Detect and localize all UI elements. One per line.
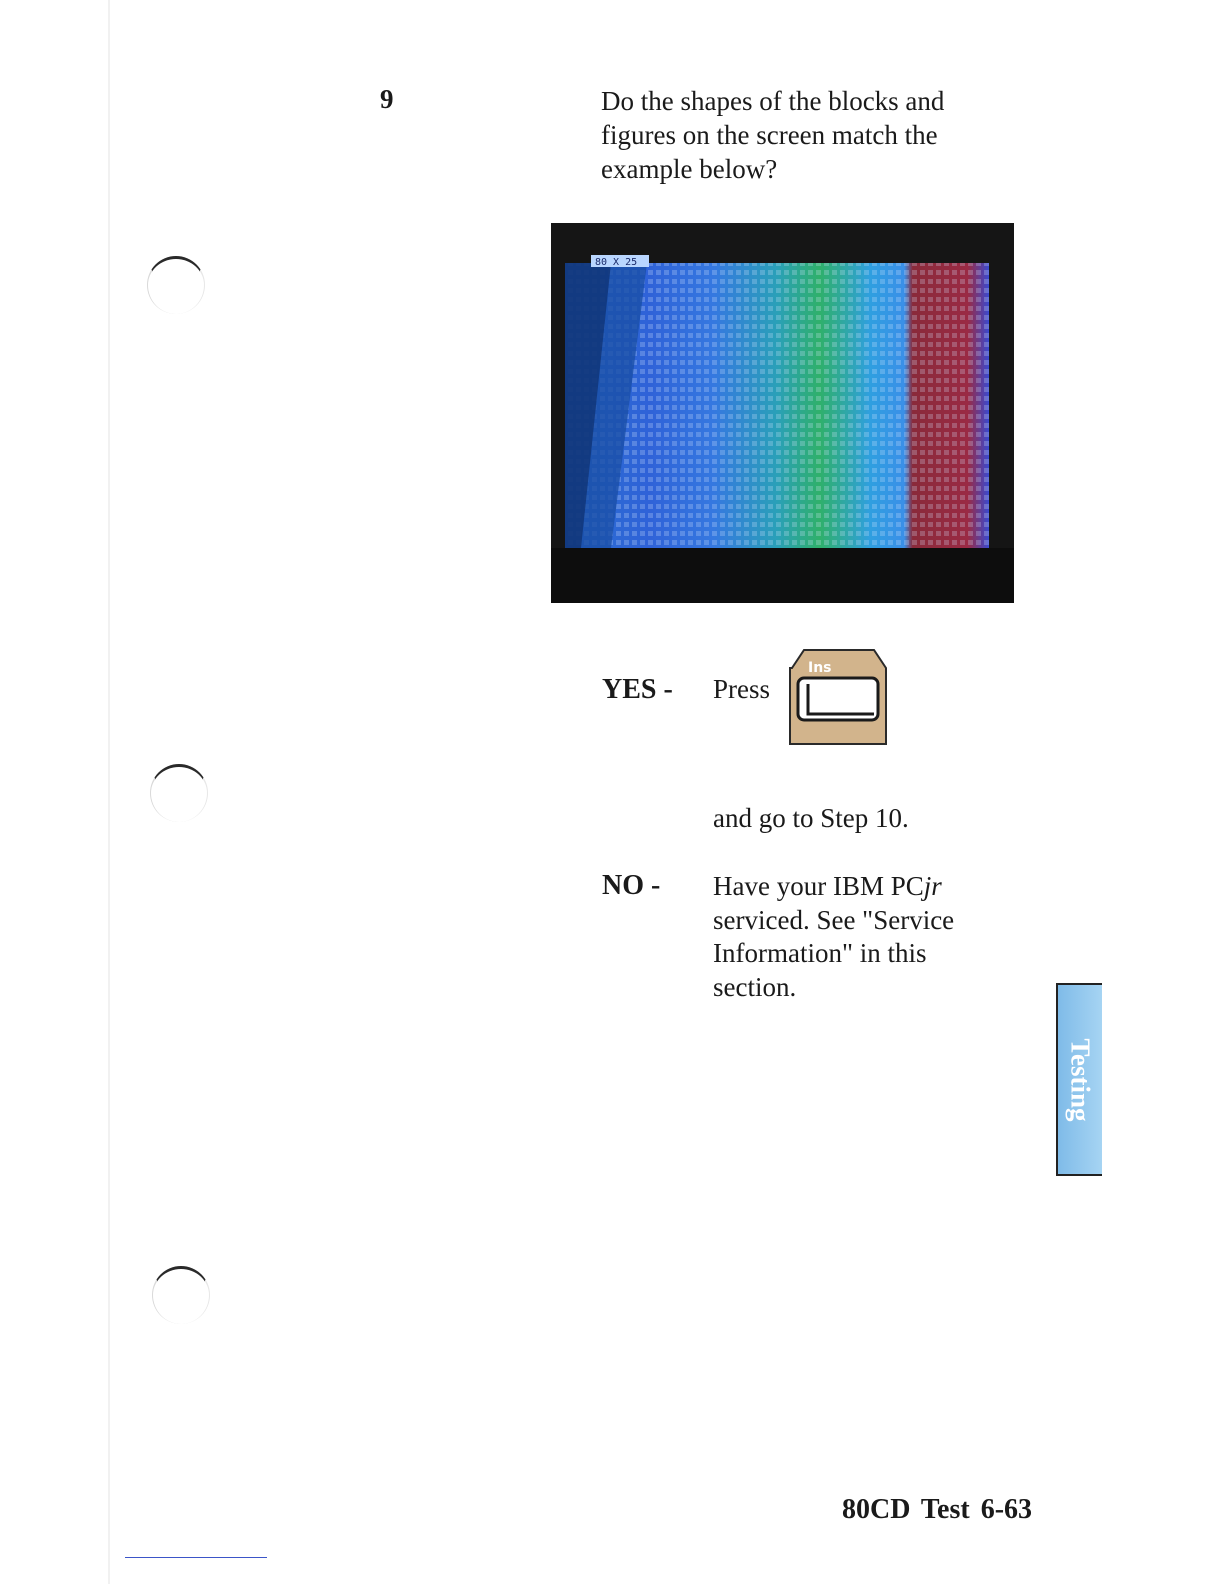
ins-key-icon: Ins [786,648,890,748]
punch-hole-middle [150,764,208,822]
screen-photo: 80 X 25 [551,223,1014,603]
step-number: 9 [380,84,394,115]
binder-edge [108,0,110,1584]
side-tab: Testing [1056,983,1102,1176]
no-instructions-rest: serviced. See "Service Information" in t… [713,905,954,1002]
page-footer: 80CD Test 6-63 [842,1494,1032,1526]
side-tab-label: Testing [1065,1038,1096,1121]
ins-key-label: Ins [808,660,832,676]
punch-hole-bottom [152,1266,210,1324]
bottom-rule [125,1557,267,1558]
screen-mode-label: 80 X 25 [595,257,637,268]
no-label: NO - [602,870,660,902]
punch-hole-top [147,256,205,314]
no-line1-prefix: Have your IBM PC [713,871,924,901]
yes-goto-text: and go to Step 10. [713,803,909,834]
step-question: Do the shapes of the blocks and figures … [601,84,1021,186]
yes-press-text: Press [713,674,770,705]
no-line1-italic: jr [924,871,942,901]
yes-label: YES - [602,674,673,706]
screen-photo-image: 80 X 25 [551,223,1014,603]
no-instructions: Have your IBM PCjr serviced. See "Servic… [713,870,1013,1004]
